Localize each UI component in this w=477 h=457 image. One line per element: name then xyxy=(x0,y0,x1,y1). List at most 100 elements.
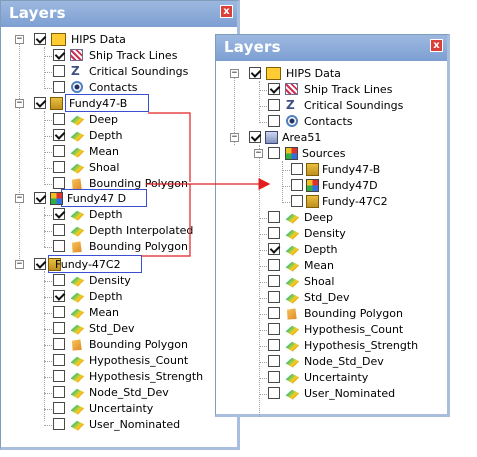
tree-item-bounding-polygon[interactable]: Bounding Polygon xyxy=(39,337,235,353)
layer-checkbox[interactable] xyxy=(53,306,65,318)
tree-item-source-fundy47-b[interactable]: Fundy47-B xyxy=(277,162,445,178)
layer-checkbox[interactable] xyxy=(53,418,65,430)
tree-item-user-nominated[interactable]: User_Nominated xyxy=(39,417,235,433)
layer-checkbox[interactable] xyxy=(53,224,65,236)
layer-checkbox[interactable] xyxy=(53,354,65,366)
layer-checkbox[interactable] xyxy=(291,163,303,175)
tree-item-fundy47-d[interactable]: − Fundy47 D xyxy=(15,191,235,207)
tree-item-hypothesis-count[interactable]: Hypothesis_Count xyxy=(39,353,235,369)
layer-checkbox[interactable] xyxy=(53,370,65,382)
collapse-toggle-icon[interactable]: − xyxy=(230,132,239,142)
tree-item-shoal[interactable]: Shoal xyxy=(254,274,444,290)
tree-item-contacts[interactable]: Contacts xyxy=(39,80,235,96)
layer-checkbox[interactable] xyxy=(291,179,303,191)
tree-item-std-dev[interactable]: Std_Dev xyxy=(254,290,444,306)
tree-item-area51[interactable]: − Area51 xyxy=(230,130,445,146)
left-close-icon[interactable]: x xyxy=(220,5,233,18)
layer-checkbox[interactable] xyxy=(268,355,280,367)
right-close-icon[interactable]: x xyxy=(430,39,443,52)
tree-item-std-dev[interactable]: Std_Dev xyxy=(39,321,235,337)
tree-item-mean[interactable]: Mean xyxy=(39,144,235,160)
tree-item-critical-soundings[interactable]: Z Critical Soundings xyxy=(39,64,235,80)
tree-item-fundy-47c2[interactable]: − Fundy-47C2 xyxy=(15,257,235,273)
tree-item-source-fundy47d[interactable]: Fundy47D xyxy=(277,178,445,194)
tree-item-mean[interactable]: Mean xyxy=(39,305,235,321)
tree-item-bounding-polygon[interactable]: Bounding Polygon xyxy=(39,239,235,255)
layer-checkbox[interactable] xyxy=(53,402,65,414)
tree-item-mean[interactable]: Mean xyxy=(254,258,444,274)
tree-item-critical-soundings[interactable]: Z Critical Soundings xyxy=(254,98,444,114)
tree-item-hips-data[interactable]: − HIPS Data xyxy=(15,32,235,48)
layer-checkbox[interactable] xyxy=(268,387,280,399)
layer-checkbox[interactable] xyxy=(34,33,46,45)
layer-checkbox[interactable] xyxy=(268,147,280,159)
tree-item-ship-track-lines[interactable]: Ship Track Lines xyxy=(39,48,235,64)
collapse-toggle-icon[interactable]: − xyxy=(254,148,263,158)
layer-checkbox[interactable] xyxy=(268,339,280,351)
tree-item-shoal[interactable]: Shoal xyxy=(39,160,235,176)
layer-checkbox[interactable] xyxy=(53,240,65,252)
layer-checkbox[interactable] xyxy=(249,67,261,79)
layer-checkbox[interactable] xyxy=(268,291,280,303)
tree-item-density[interactable]: Density xyxy=(39,273,235,289)
layer-checkbox[interactable] xyxy=(291,195,303,207)
layer-checkbox[interactable] xyxy=(268,259,280,271)
collapse-toggle-icon[interactable]: − xyxy=(230,68,239,78)
tree-item-density[interactable]: Density xyxy=(254,226,444,242)
layer-checkbox[interactable] xyxy=(53,65,65,77)
tree-item-depth[interactable]: Depth xyxy=(39,128,235,144)
tree-item-depth[interactable]: Depth xyxy=(254,242,444,258)
tree-item-hips-data[interactable]: − HIPS Data xyxy=(230,66,445,82)
layer-checkbox[interactable] xyxy=(268,323,280,335)
tree-item-hypothesis-strength[interactable]: Hypothesis_Strength xyxy=(254,338,444,354)
tree-item-fundy47-b[interactable]: − Fundy47-B xyxy=(15,96,235,112)
layer-checkbox[interactable] xyxy=(53,177,65,189)
layer-checkbox[interactable] xyxy=(53,386,65,398)
layer-checkbox[interactable] xyxy=(53,290,65,302)
tree-item-hypothesis-strength[interactable]: Hypothesis_Strength xyxy=(39,369,235,385)
tree-item-uncertainty[interactable]: Uncertainty xyxy=(39,401,235,417)
tree-item-bounding-polygon[interactable]: Bounding Polygon xyxy=(254,306,444,322)
tree-item-ship-track-lines[interactable]: Ship Track Lines xyxy=(254,82,444,98)
tree-item-node-std-dev[interactable]: Node_Std_Dev xyxy=(39,385,235,401)
layer-checkbox[interactable] xyxy=(268,371,280,383)
layer-checkbox[interactable] xyxy=(268,115,280,127)
layer-checkbox[interactable] xyxy=(53,49,65,61)
layer-checkbox[interactable] xyxy=(53,322,65,334)
tree-item-contacts[interactable]: Contacts xyxy=(254,114,444,130)
collapse-toggle-icon[interactable]: − xyxy=(15,34,24,44)
layer-checkbox[interactable] xyxy=(268,307,280,319)
tree-item-source-fundy-47c2[interactable]: Fundy-47C2 xyxy=(277,194,445,210)
layer-checkbox[interactable] xyxy=(34,192,46,204)
tree-item-depth-interpolated[interactable]: Depth Interpolated xyxy=(39,223,235,239)
tree-item-user-nominated[interactable]: User_Nominated xyxy=(254,386,444,402)
tree-item-uncertainty[interactable]: Uncertainty xyxy=(254,370,444,386)
tree-item-deep[interactable]: Deep xyxy=(254,210,444,226)
collapse-toggle-icon[interactable]: − xyxy=(15,193,24,203)
layer-checkbox[interactable] xyxy=(34,258,46,270)
tree-item-depth[interactable]: Depth xyxy=(39,207,235,223)
layer-checkbox[interactable] xyxy=(268,275,280,287)
layer-checkbox[interactable] xyxy=(53,338,65,350)
tree-item-deep[interactable]: Deep xyxy=(39,112,235,128)
tree-item-depth[interactable]: Depth xyxy=(39,289,235,305)
layer-checkbox[interactable] xyxy=(53,161,65,173)
layer-checkbox[interactable] xyxy=(53,113,65,125)
layer-checkbox[interactable] xyxy=(53,81,65,93)
layer-checkbox[interactable] xyxy=(53,145,65,157)
layer-checkbox[interactable] xyxy=(53,274,65,286)
layer-checkbox[interactable] xyxy=(53,208,65,220)
layer-checkbox[interactable] xyxy=(268,227,280,239)
layer-checkbox[interactable] xyxy=(34,97,46,109)
collapse-toggle-icon[interactable]: − xyxy=(15,98,24,108)
layer-checkbox[interactable] xyxy=(268,83,280,95)
layer-checkbox[interactable] xyxy=(53,129,65,141)
tree-item-sources[interactable]: − Sources xyxy=(254,146,444,162)
tree-item-hypothesis-count[interactable]: Hypothesis_Count xyxy=(254,322,444,338)
layer-checkbox[interactable] xyxy=(268,243,280,255)
layer-checkbox[interactable] xyxy=(268,211,280,223)
tree-item-node-std-dev[interactable]: Node_Std_Dev xyxy=(254,354,444,370)
layer-checkbox[interactable] xyxy=(268,99,280,111)
collapse-toggle-icon[interactable]: − xyxy=(15,259,24,269)
layer-checkbox[interactable] xyxy=(249,131,261,143)
